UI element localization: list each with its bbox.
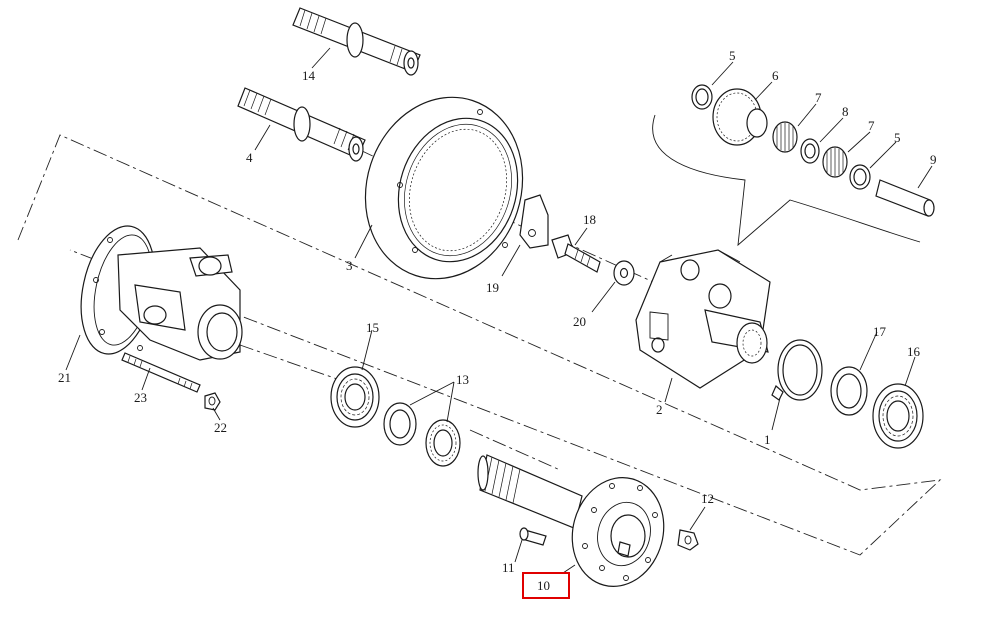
callout-18: 18 [583,212,596,227]
part-15-bearing [330,366,380,428]
callout-7b: 7 [868,118,875,133]
callout-10: 10 [537,578,550,593]
callout-14: 14 [302,68,316,83]
callout-labels: 1 2 3 4 5 5 6 7 7 8 9 10 11 12 13 14 15 … [58,48,937,593]
part-4-shaft [237,87,366,162]
callout-21: 21 [58,370,71,385]
part-2-carrier [635,249,771,389]
part-9-planet-pin [875,179,935,217]
part-14-shaft [292,7,421,76]
callout-19: 19 [486,280,499,295]
callout-8: 8 [842,104,849,119]
part-18-bolt [551,234,601,273]
part-7-needle-bearing-a [772,121,798,153]
callout-1: 1 [764,432,771,447]
callout-2: 2 [656,402,663,417]
callout-5b: 5 [894,130,901,145]
part-20-washer [613,260,635,286]
callout-4: 4 [246,150,253,165]
part-8-spacer [800,138,820,164]
part-13-washer [383,402,417,446]
part-21-housing [80,225,243,361]
leader-lines [65,47,933,574]
callout-3: 3 [346,258,353,273]
callout-22: 22 [214,420,227,435]
part-19-lock-plate [519,194,549,249]
part-13-seal [425,419,461,467]
part-10-flange-shaft [477,454,665,587]
detail-bubble [652,114,921,247]
callout-9: 9 [930,152,937,167]
part-22-nut [204,392,221,411]
callout-17: 17 [873,324,887,339]
part-23-stud [121,352,201,393]
part-11-wheel-bolt [519,527,547,546]
callout-13: 13 [456,372,469,387]
part-5-washer-a [691,84,713,110]
part-1-snap-ring [771,339,823,401]
part-12-grease-fitting [677,529,699,551]
part-5-washer-b [849,164,871,190]
assembly-boundary [17,134,942,556]
part-17-washer [830,366,868,416]
callout-15: 15 [366,320,379,335]
highlight-box-part-10 [522,572,570,599]
callout-20: 20 [573,314,586,329]
callout-23: 23 [134,390,147,405]
callout-5a: 5 [729,48,736,63]
callout-6: 6 [772,68,779,83]
part-3-ring-gear [364,96,524,280]
part-16-bearing [872,383,924,449]
part-7-needle-bearing-b [822,146,848,178]
callout-12: 12 [701,491,714,506]
callout-16: 16 [907,344,921,359]
callout-7a: 7 [815,90,822,105]
part-6-planet-gear [712,88,768,146]
axis-line-main [239,344,561,471]
callout-11: 11 [502,560,515,575]
